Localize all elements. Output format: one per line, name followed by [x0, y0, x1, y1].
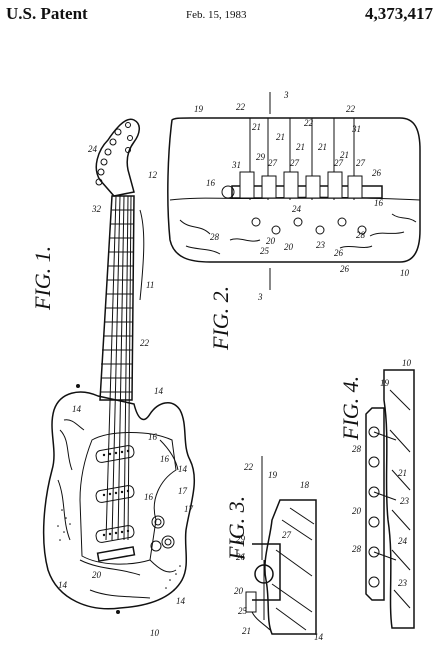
fig4-ref: 24	[398, 536, 408, 546]
fig1-ref: 14	[72, 404, 82, 414]
fig2-ref: 21	[276, 132, 285, 142]
fig1-ref: 16	[144, 492, 154, 502]
fig2-ref: 22	[346, 104, 356, 114]
fig3-ref: 27	[282, 530, 292, 540]
fig2-ref: 20	[284, 242, 294, 252]
fig1-ref: 14	[154, 386, 164, 396]
fig2-reference-numbers: 3 19 22 22 21 21 31 21 21 22 21 31 16 29…	[194, 90, 410, 302]
fig2-ref: 21	[252, 122, 261, 132]
fig1-ref: 20	[92, 570, 102, 580]
fig1-ref: 14	[176, 596, 186, 606]
fig4-ref: 28	[352, 444, 362, 454]
patent-date: Feb. 15, 1983	[186, 9, 247, 21]
patent-label: U.S. Patent	[6, 4, 88, 23]
fig1-ref: 32	[91, 204, 102, 214]
fig3-ref: 20	[234, 586, 244, 596]
fig1-reference-numbers: 24 12 32 11 22 14 14 16 16 14 17 17 16 2…	[58, 144, 194, 638]
fig2-ref: 28	[210, 232, 220, 242]
fig4-bridge-drawing	[365, 369, 415, 629]
fig2-ref: 26	[340, 264, 350, 274]
fig2-ref: 22	[304, 118, 314, 128]
fig2-ref: 27	[290, 158, 300, 168]
fig2-ref: 27	[268, 158, 278, 168]
patent-number: 4,373,417	[365, 4, 433, 23]
fig1-guitar-drawing	[42, 118, 196, 614]
fig2-ref: 27	[356, 158, 366, 168]
fig3-ref: 21	[242, 626, 251, 636]
fig2-ref: 21	[318, 142, 327, 152]
fig1-ref: 11	[146, 280, 154, 290]
fig2-ref: 28	[356, 230, 366, 240]
fig3-ref: 19	[268, 470, 278, 480]
fig2-ref: 21	[340, 150, 349, 160]
fig4-ref: 10	[402, 358, 412, 368]
fig4-ref: 23	[398, 578, 408, 588]
fig3-ref: 25	[238, 606, 248, 616]
fig2-ref: 24	[292, 204, 302, 214]
fig4-ref: 20	[352, 506, 362, 516]
fig2-ref: 19	[194, 104, 204, 114]
fig1-ref: 24	[88, 144, 98, 154]
fig4-reference-numbers: 10 19 28 21 23 20 24 28 23	[352, 358, 412, 588]
fig4-ref: 23	[400, 496, 410, 506]
fig2-ref: 31	[231, 160, 241, 170]
fig4-label: FIG. 4.	[338, 376, 363, 441]
fig2-ref: 26	[334, 248, 344, 258]
fig2-ref: 16	[374, 198, 384, 208]
fig2-ref: 20	[266, 236, 276, 246]
fig1-ref: 16	[160, 454, 170, 464]
fig3-label: FIG. 3.	[224, 496, 249, 561]
fig3-ref: 14	[314, 632, 324, 642]
section-marker-bottom: 3	[257, 292, 263, 302]
fig1-ref: 14	[58, 580, 68, 590]
fig1-ref: 12	[148, 170, 158, 180]
fig1-label: FIG. 1.	[30, 246, 55, 311]
fig4-ref: 19	[380, 378, 390, 388]
fig1-ref: 17	[178, 486, 188, 496]
fig1-ref: 22	[140, 338, 150, 348]
fig1-ref: 14	[178, 464, 188, 474]
fig4-ref: 28	[352, 544, 362, 554]
fig2-ref: 10	[400, 268, 410, 278]
fig2-ref: 31	[351, 124, 361, 134]
fig2-ref: 23	[316, 240, 326, 250]
fig3-ref: 18	[300, 480, 310, 490]
fig2-label: FIG. 2.	[208, 286, 233, 351]
section-marker-top: 3	[283, 90, 289, 100]
fig2-ref: 27	[334, 158, 344, 168]
fig2-bridge-drawing	[167, 92, 421, 290]
fig1-ref: 10	[150, 628, 160, 638]
fig2-ref: 21	[296, 142, 305, 152]
fig3-ref: 29	[236, 534, 246, 544]
fig1-ref: 16	[148, 432, 158, 442]
fig2-ref: 26	[372, 168, 382, 178]
fig2-ref: 16	[206, 178, 216, 188]
fig3-ref: 22	[244, 462, 254, 472]
fig1-ref: 17	[184, 504, 194, 514]
fig3-section-drawing	[245, 456, 317, 635]
fig3-reference-numbers: 22 19 18 29 27 26 20 25 21 14	[234, 462, 324, 642]
fig3-ref: 26	[236, 552, 246, 562]
fig4-ref: 21	[398, 468, 407, 478]
fig2-ref: 25	[260, 246, 270, 256]
fig2-ref: 29	[256, 152, 266, 162]
fig2-ref: 22	[236, 102, 246, 112]
